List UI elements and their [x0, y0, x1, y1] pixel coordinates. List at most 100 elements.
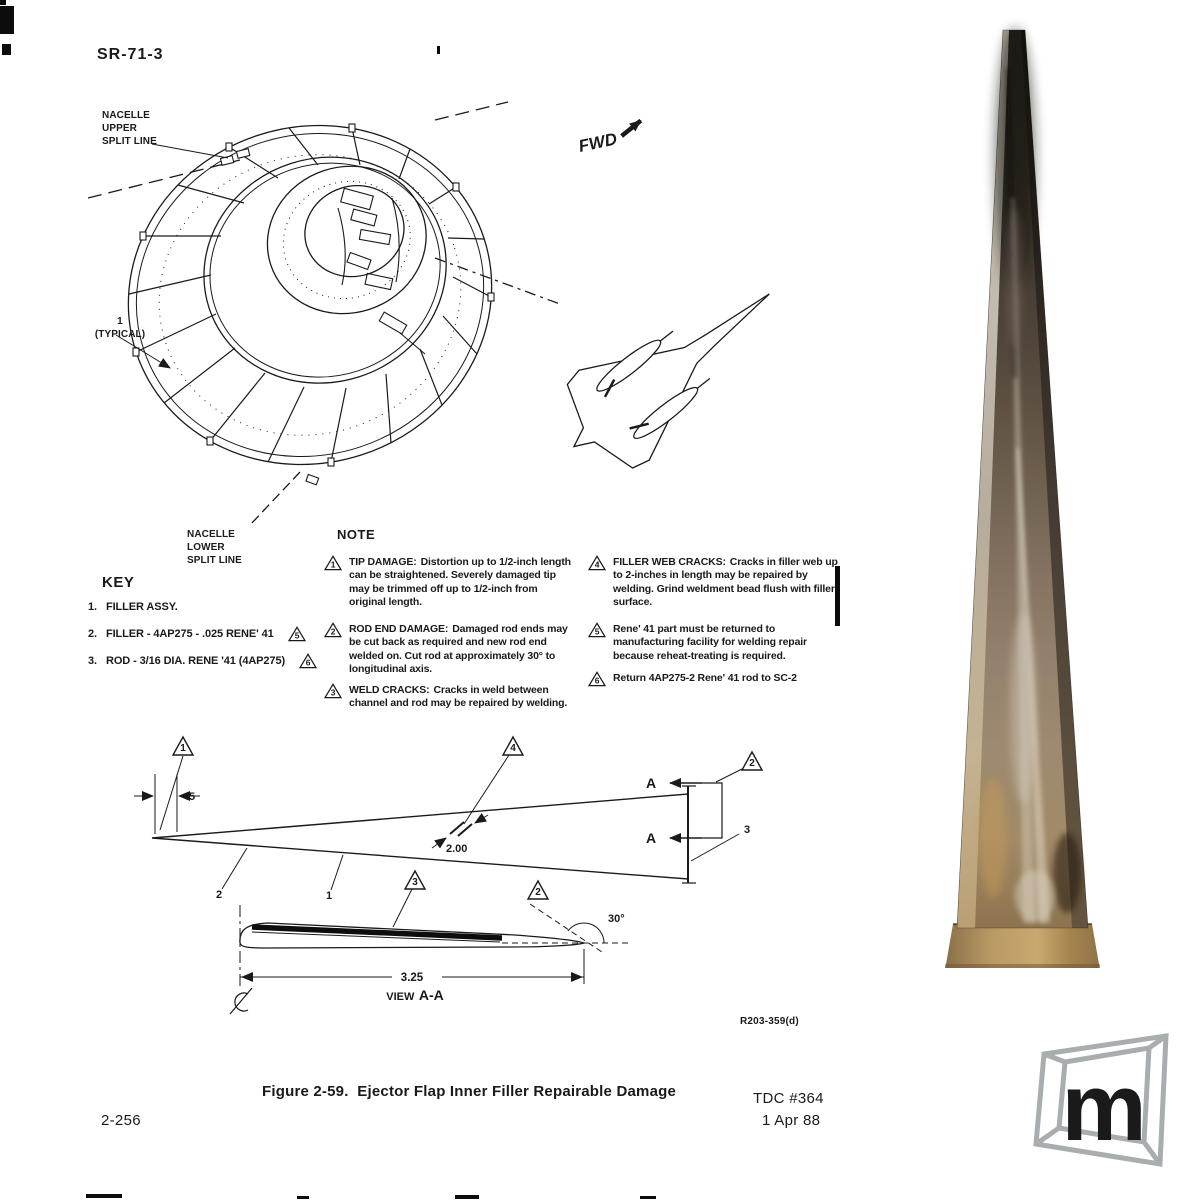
- part-label-3: 3: [744, 824, 750, 836]
- svg-text:3: 3: [412, 877, 418, 888]
- note-item-3: 3 WELD CRACKS:Cracks in weld between cha…: [324, 683, 576, 711]
- key-item-text: FILLER - 4AP275 - .025 RENE' 41: [105, 628, 274, 640]
- ejector-ring: [127, 124, 493, 466]
- triangle-flag-icon: 2: [324, 622, 342, 638]
- logo-letter: m: [1061, 1054, 1146, 1161]
- note-text: Rene' 41 part must be returned to manufa…: [613, 623, 807, 662]
- note-item-5: 5 Rene' 41 part must be returned to manu…: [588, 622, 838, 663]
- fwd-arrow-icon: [620, 118, 643, 138]
- upper-split-line-right: [434, 101, 509, 121]
- part-label-1: 1: [326, 890, 332, 902]
- revision-date: 1 Apr 88: [762, 1112, 821, 1129]
- triangle-flag-icon: 5: [287, 626, 306, 642]
- callout-flag-2: [740, 750, 764, 771]
- museum-logo: m: [1033, 1033, 1169, 1167]
- svg-text:4: 4: [595, 559, 600, 569]
- page-number: 2-256: [101, 1112, 141, 1129]
- callout-flag-1: [171, 735, 195, 756]
- note-item-4: 4 FILLER WEB CRACKS:Cracks in filler web…: [588, 555, 838, 610]
- rim-clips: [132, 123, 495, 486]
- scan-artifact: [835, 566, 840, 626]
- reference-number: R203-359(d): [740, 1016, 799, 1027]
- note-title: NOTE: [337, 527, 376, 542]
- key-item-number: 1.: [88, 601, 97, 613]
- nacelle-upper-split-label: NACELLE UPPER SPLIT LINE: [102, 110, 157, 147]
- triangle-flag-icon: 3: [324, 683, 342, 699]
- nacelle-typical-label: 1 (TYPICAL): [94, 316, 146, 340]
- note-text: TIP DAMAGE:Distortion up to 1/2-inch len…: [349, 556, 571, 609]
- crack-mark: [449, 821, 465, 835]
- filler-part-photo: [945, 28, 1100, 968]
- section-letter-top: A: [646, 775, 656, 791]
- key-item-3: 3. ROD - 3/16 DIA. RENE '41 (4AP275) 6: [88, 653, 318, 669]
- key-item-2: 2. FILLER - 4AP275 - .025 RENE' 41 5: [88, 626, 306, 642]
- key-item-number: 2.: [88, 628, 97, 640]
- scan-artifact: [2, 44, 11, 55]
- rod-weld-band: [251, 924, 503, 941]
- triangle-flag-icon: 6: [588, 671, 606, 687]
- typical-leader: [115, 334, 171, 369]
- note-flag: 1: [324, 555, 342, 610]
- callout-flag-2b: [526, 879, 550, 900]
- scan-artifact: [437, 46, 440, 54]
- doc-number: SR-71-3: [97, 46, 164, 63]
- fwd-flag: FWD: [577, 118, 643, 156]
- dim-crack-text: 2.00: [446, 843, 467, 855]
- part-body: [957, 30, 1088, 928]
- triangle-flag-icon: 6: [299, 653, 318, 669]
- scan-artifact: [455, 1195, 479, 1199]
- note-text: Return 4AP275-2 Rene' 41 rod to SC-2: [613, 672, 797, 684]
- note-flag: 6: [588, 671, 606, 687]
- section-bracket: [702, 782, 723, 839]
- scan-artifact: [86, 1194, 122, 1198]
- key-item-1: 1. FILLER ASSY.: [88, 601, 178, 613]
- svg-text:6: 6: [306, 657, 311, 667]
- triangle-flag-icon: 1: [324, 555, 342, 571]
- svg-text:6: 6: [595, 675, 600, 685]
- centerline-symbol: [229, 987, 253, 1015]
- inner-mechanism: [337, 187, 426, 355]
- upper-split-leader: [151, 143, 229, 159]
- note-item-1: 1 TIP DAMAGE:Distortion up to 1/2-inch l…: [324, 555, 576, 610]
- logo-frame-icon: [1033, 1033, 1169, 1167]
- scan-artifact: [0, 0, 6, 5]
- triangle-flag-icon: 4: [588, 555, 606, 571]
- part-base-flange: [945, 924, 1100, 968]
- svg-text:2: 2: [331, 626, 336, 636]
- view-aa-label: VIEW A-A: [386, 987, 444, 1003]
- svg-text:1: 1: [180, 743, 186, 754]
- svg-text:2: 2: [749, 758, 755, 769]
- ejector-flaps: [128, 127, 492, 463]
- dim-tip-text: .5: [186, 791, 195, 803]
- angle-text: 30°: [608, 913, 625, 925]
- key-item-number: 3.: [88, 655, 97, 667]
- part-left-highlight: [957, 30, 1009, 928]
- section-letter-bottom: A: [646, 830, 656, 846]
- cut-angle-line: [529, 903, 603, 953]
- scan-artifact: [297, 1196, 309, 1199]
- filler-side-view: [151, 793, 689, 880]
- nacelle-lower-split-label: NACELLE LOWER SPLIT LINE: [187, 529, 242, 566]
- key-item-flag: 6: [299, 653, 318, 669]
- note-item-6: 6 Return 4AP275-2 Rene' 41 rod to SC-2: [588, 671, 838, 687]
- note-flag: 2: [324, 622, 342, 677]
- svg-text:1: 1: [331, 559, 336, 569]
- scan-artifact: [0, 6, 14, 34]
- figure-caption: Figure 2-59. Ejector Flap Inner Filler R…: [261, 1083, 677, 1100]
- scan-artifact: [640, 1196, 656, 1199]
- note-flag: 3: [324, 683, 342, 711]
- upper-split-line: [87, 159, 241, 199]
- triangle-flag-icon: 5: [588, 622, 606, 638]
- part-right-shade: [1021, 30, 1088, 928]
- key-item-flag: 5: [287, 626, 306, 642]
- dim-tip: [134, 774, 200, 834]
- tdc-number: TDC #364: [753, 1090, 824, 1107]
- dim-length-text: 3.25: [401, 972, 424, 984]
- note-text: ROD END DAMAGE:Damaged rod ends may be c…: [349, 623, 568, 676]
- note-flag: 5: [588, 622, 606, 663]
- lower-split-line: [249, 471, 301, 526]
- aircraft-silhouette: [566, 293, 770, 469]
- note-flag: 4: [588, 555, 606, 610]
- aircraft-leader-line: [434, 257, 561, 305]
